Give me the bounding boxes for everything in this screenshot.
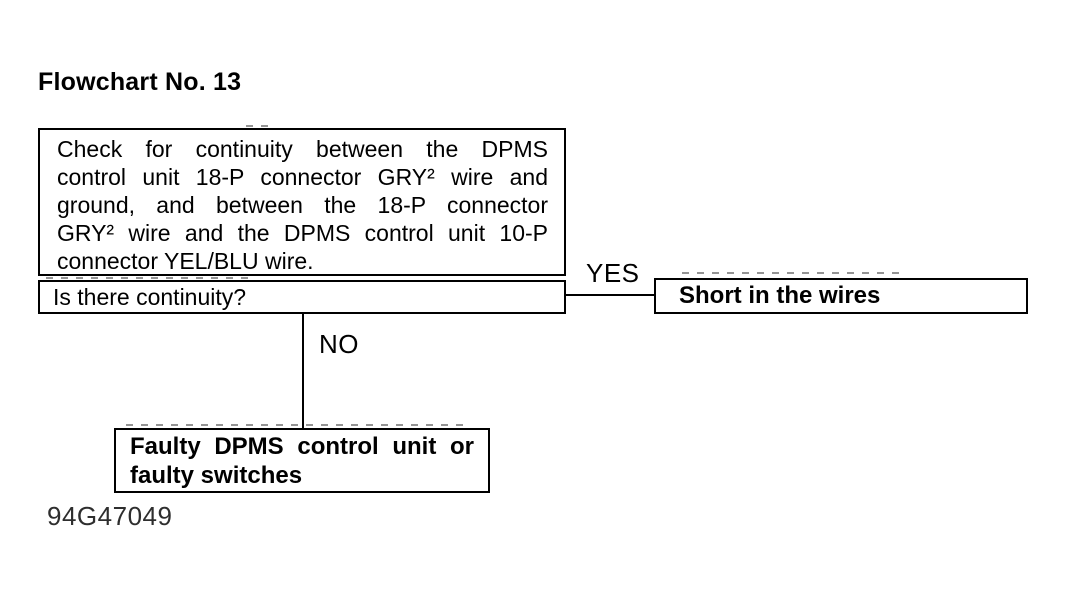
condition-line: control unit 18-P connector GRY² wire an… (57, 164, 548, 190)
scan-artifact (46, 277, 256, 279)
condition-line: GRY² wire and the DPMS control unit 10-P (57, 220, 548, 246)
scan-artifact (246, 125, 272, 127)
condition-line: ground, and between the 18-P connector (57, 192, 548, 218)
no-connector-line (302, 313, 304, 429)
scan-artifact (682, 272, 907, 274)
scan-artifact (126, 424, 471, 426)
yes-connector-line (565, 294, 654, 296)
figure-code: 94G47049 (47, 501, 173, 531)
yes-result-text: Short in the wires (679, 282, 881, 309)
yes-branch-label: YES (586, 258, 640, 288)
condition-box: Check for continuity between the DPMS co… (38, 128, 566, 276)
question-text: Is there continuity? (53, 283, 247, 310)
yes-result-box: Short in the wires (654, 278, 1028, 314)
no-branch-label: NO (319, 329, 359, 359)
question-box: Is there continuity? (38, 280, 566, 314)
condition-line: connector YEL/BLU wire. (57, 248, 314, 274)
no-result-line: Faulty DPMS control unit or (130, 433, 474, 460)
no-result-box: Faulty DPMS control unit or faulty switc… (114, 428, 490, 493)
page-title: Flowchart No. 13 (38, 68, 242, 96)
no-result-line: faulty switches (130, 462, 303, 489)
condition-line: Check for continuity between the DPMS (57, 136, 548, 162)
